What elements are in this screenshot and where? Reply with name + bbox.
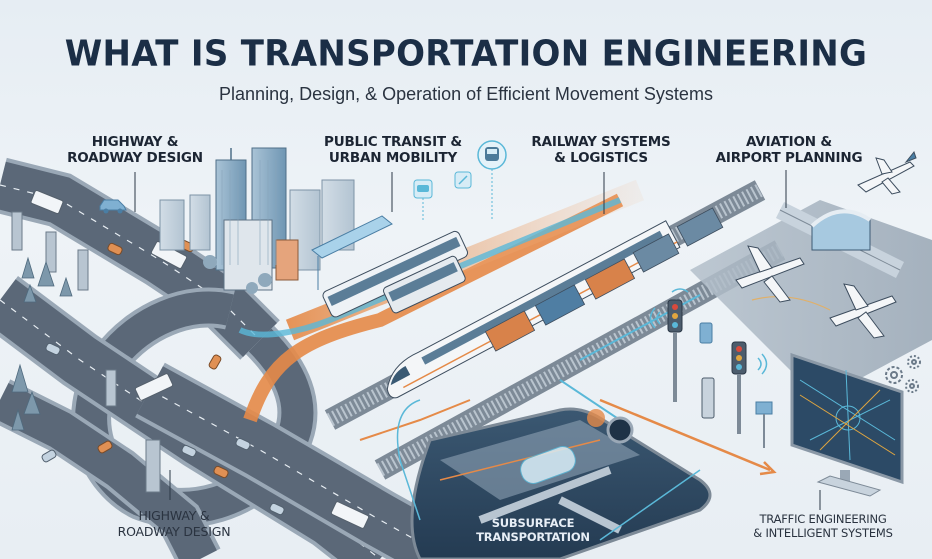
label-highway-bottom: HIGHWAY & ROADWAY DESIGN bbox=[104, 508, 244, 540]
airplane-icon bbox=[857, 150, 917, 195]
monitor-map-icon bbox=[790, 352, 904, 497]
highway-vehicles bbox=[30, 189, 370, 529]
intelligent-systems bbox=[359, 288, 921, 541]
label-line: AVIATION & bbox=[746, 134, 832, 150]
label-public-transit: PUBLIC TRANSIT & URBAN MOBILITY bbox=[318, 134, 468, 166]
label-aviation: AVIATION & AIRPORT PLANNING bbox=[704, 134, 874, 166]
label-line: AIRPORT PLANNING bbox=[715, 150, 863, 166]
highway-network bbox=[0, 157, 466, 559]
label-line: & INTELLIGENT SYSTEMS bbox=[753, 526, 893, 540]
traffic-light-icon bbox=[731, 341, 747, 434]
map-pin-icon bbox=[454, 171, 472, 189]
label-line: URBAN MOBILITY bbox=[328, 150, 458, 166]
label-railway: RAILWAY SYSTEMS & LOGISTICS bbox=[526, 134, 676, 166]
label-leaders bbox=[134, 170, 821, 510]
bus-icon bbox=[413, 179, 433, 222]
label-line: TRANSPORTATION bbox=[476, 530, 590, 544]
page-subtitle: Planning, Design, & Operation of Efficie… bbox=[219, 84, 713, 104]
label-line: HIGHWAY & bbox=[138, 508, 210, 523]
wifi-signal-icon bbox=[649, 288, 768, 375]
airport bbox=[690, 150, 932, 400]
label-line: HIGHWAY & bbox=[91, 134, 179, 150]
label-line: SUBSURFACE bbox=[491, 516, 575, 530]
label-traffic: TRAFFIC ENGINEERING & INTELLIGENT SYSTEM… bbox=[738, 512, 908, 540]
car-icon bbox=[99, 199, 127, 214]
traffic-light-icon bbox=[667, 299, 683, 402]
label-line: TRAFFIC ENGINEERING bbox=[759, 512, 887, 526]
transit-corridor bbox=[238, 140, 645, 423]
label-line: ROADWAY DESIGN bbox=[117, 524, 231, 539]
label-line: PUBLIC TRANSIT & bbox=[324, 134, 462, 150]
label-line: RAILWAY SYSTEMS bbox=[531, 134, 671, 150]
label-highway-top: HIGHWAY & ROADWAY DESIGN bbox=[55, 134, 215, 166]
label-line: & LOGISTICS bbox=[554, 150, 648, 166]
label-line: ROADWAY DESIGN bbox=[67, 150, 203, 166]
subsurface-tunnel bbox=[396, 399, 712, 559]
page-title: WHAT IS TRANSPORTATION ENGINEERING bbox=[64, 33, 868, 75]
gear-icon bbox=[885, 355, 921, 393]
label-subsurface: SUBSURFACE TRANSPORTATION bbox=[468, 516, 598, 544]
train-icon bbox=[477, 140, 507, 220]
city-skyline bbox=[159, 147, 355, 294]
